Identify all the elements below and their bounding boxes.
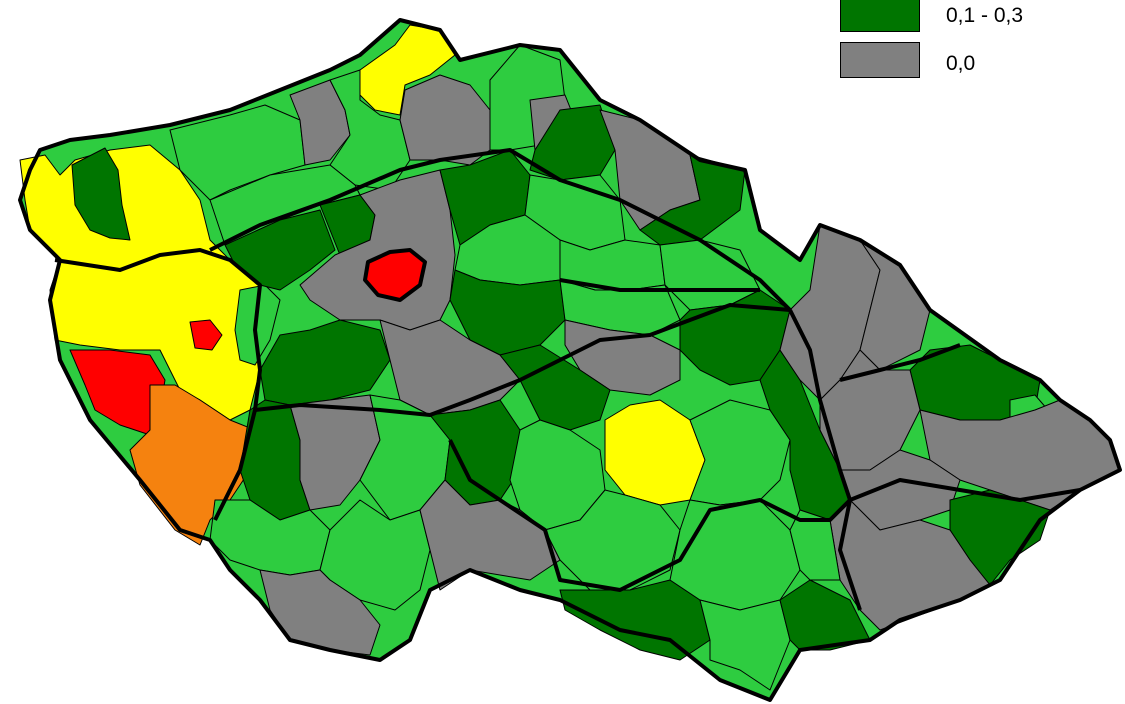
region-border-south: [254, 303, 791, 417]
district-grey-n2: [399, 74, 491, 166]
region-border-central: [209, 148, 792, 312]
district-darkgreen-nw: [71, 147, 131, 241]
legend-swatch-grey: [840, 42, 920, 78]
region-border-mid: [559, 278, 760, 292]
district-lightgreen-n1: [169, 104, 306, 201]
region-border-northeast: [839, 343, 961, 382]
district-red-small: [189, 319, 223, 351]
district-darkgreen-s9: [779, 579, 871, 651]
legend-label-grey: 0,0: [946, 52, 976, 75]
legend-item-grey: 0,0: [840, 42, 1100, 82]
legend-label-darkgreen: 0,1 - 0,3: [946, 4, 1024, 27]
district-lightgreen-ce1: [689, 399, 791, 506]
region-border-vysocina: [448, 439, 852, 592]
district-darkgreen-sw7: [429, 399, 521, 506]
legend-item-darkgreen: 0,1 - 0,3: [840, 0, 1100, 40]
district-grey-sw2: [379, 319, 521, 416]
region-border-prague: [363, 248, 427, 302]
region-border-east: [788, 309, 862, 611]
district-lightgreen-e11: [789, 509, 841, 581]
district-grey-c11: [564, 319, 681, 396]
district-lightgreen-s8: [699, 599, 791, 691]
district-darkgreen-c8: [449, 269, 566, 356]
district-darkgreen-sw3: [499, 344, 611, 431]
region-border-zlin: [849, 478, 1081, 502]
district-grey-sw5: [289, 394, 381, 511]
district-lightgreen-n2: [329, 69, 411, 191]
region-border-outer: [18, 18, 1122, 702]
legend-swatch-darkgreen: [840, 0, 920, 32]
region-border-west: [54, 248, 262, 521]
district-yellow-north: [359, 24, 456, 116]
